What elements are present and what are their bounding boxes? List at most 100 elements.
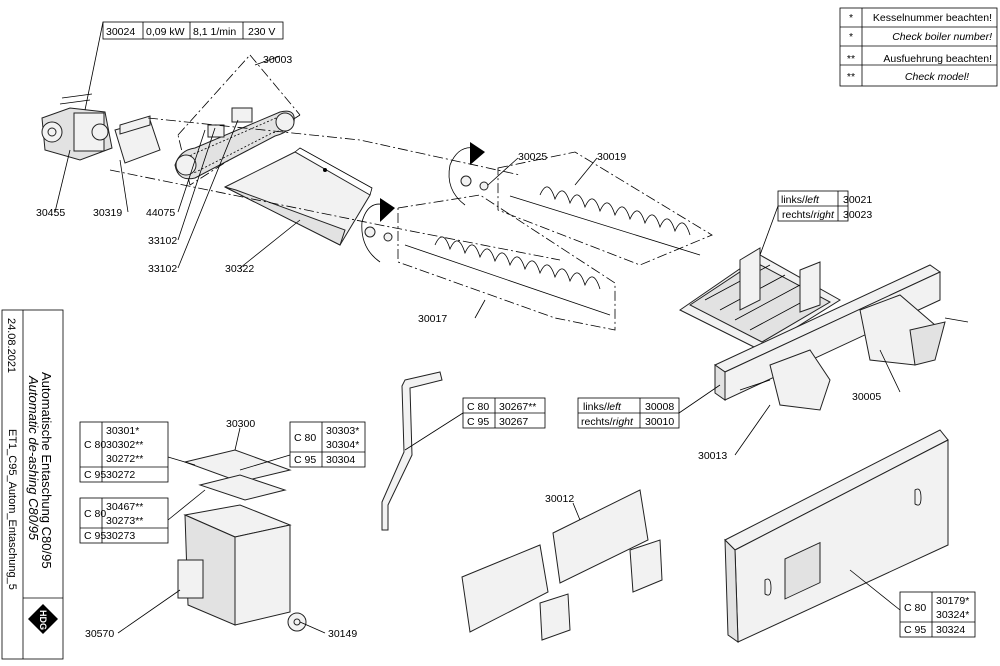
callout-label: 30570 bbox=[85, 628, 114, 640]
stoker-rod bbox=[381, 371, 443, 531]
main-frame bbox=[714, 264, 969, 411]
motor-power: 0,09 kW bbox=[146, 26, 185, 38]
part-number: 30301* bbox=[106, 425, 139, 437]
part-number: 30267** bbox=[499, 401, 536, 413]
part-number: 30304 bbox=[326, 454, 355, 466]
legend-text: Check model! bbox=[905, 71, 969, 83]
legend-table: * Kesselnummer beachten! * Check boiler … bbox=[839, 7, 998, 87]
legend-text: Kesselnummer beachten! bbox=[873, 12, 992, 24]
title-english: Automatic de-ashing C80/95 bbox=[26, 375, 41, 541]
legend-mark: * bbox=[849, 12, 853, 24]
leader-lines bbox=[54, 55, 901, 634]
legend-text: Ausfuehrung beachten! bbox=[883, 53, 992, 65]
part-number: 30021 bbox=[843, 194, 872, 206]
callouts: 30003 30455 30319 44075 33102 33102 3032… bbox=[36, 54, 881, 640]
svg-text:links/left: links/left bbox=[781, 194, 820, 206]
rotation-arrow-upper bbox=[448, 142, 485, 206]
part-number: 30267 bbox=[499, 416, 528, 428]
part-number: 30008 bbox=[645, 401, 674, 413]
callout-label: 30300 bbox=[226, 418, 255, 430]
part-number: 30304* bbox=[326, 439, 359, 451]
model-label: C 80 bbox=[84, 508, 106, 520]
side-label-en: right bbox=[613, 416, 635, 428]
callout-label: 30017 bbox=[418, 313, 447, 325]
part-number: 30324 bbox=[936, 624, 965, 636]
part-number: 30179* bbox=[936, 595, 969, 607]
title-german: Automatische Entaschung C80/95 bbox=[39, 372, 54, 569]
motor-spec-table: 30024 0,09 kW 8,1 1/min 230 V bbox=[102, 21, 284, 40]
side-label-de: rechts/ bbox=[581, 416, 613, 428]
model-label: C 80 bbox=[467, 401, 489, 413]
motor-part-number: 30024 bbox=[106, 26, 135, 38]
part-number: 30302** bbox=[106, 439, 143, 451]
model-label: C 80 bbox=[84, 439, 106, 451]
callout-label: 44075 bbox=[146, 207, 175, 219]
callout-label: 30319 bbox=[93, 207, 122, 219]
side-label-en: left bbox=[607, 401, 622, 413]
callout-label: 30005 bbox=[852, 391, 881, 403]
part-number: 30467** bbox=[106, 501, 143, 513]
callout-label: 30019 bbox=[597, 151, 626, 163]
side-label-en: left bbox=[805, 194, 820, 206]
legend-mark: * bbox=[849, 31, 853, 43]
logo-text: HDG bbox=[38, 610, 48, 630]
svg-text:rechts/right: rechts/right bbox=[782, 209, 835, 221]
model-table-30179: C 80 C 95 30179* 30324* 30324 bbox=[899, 591, 976, 638]
side-label-en: right bbox=[814, 209, 836, 221]
svg-text:links/left: links/left bbox=[583, 401, 622, 413]
part-number: 30010 bbox=[645, 416, 674, 428]
title-block: 24.08.2021 Automatische Entaschung C80/9… bbox=[1, 309, 64, 660]
callout-label: 30149 bbox=[328, 628, 357, 640]
model-label: C 95 bbox=[84, 469, 106, 481]
side-label-de: links/ bbox=[583, 401, 607, 413]
part-number: 30272 bbox=[106, 469, 135, 481]
ash-tray bbox=[223, 147, 373, 246]
drawing-number: ET1_C95_Autom_Entaschung_5 bbox=[6, 429, 18, 590]
svg-text:rechts/right: rechts/right bbox=[581, 416, 634, 428]
part-number: 30272** bbox=[106, 453, 143, 465]
door-seals bbox=[461, 489, 663, 641]
model-label: C 95 bbox=[294, 454, 316, 466]
callout-label: 30003 bbox=[263, 54, 292, 66]
legend-mark: ** bbox=[847, 53, 855, 65]
drawing-date: 24.08.2021 bbox=[5, 318, 17, 373]
callout-label: 30012 bbox=[545, 493, 574, 505]
motor-speed: 8,1 1/min bbox=[193, 26, 236, 38]
model-label: C 95 bbox=[904, 624, 926, 636]
part-number: 30023 bbox=[843, 209, 872, 221]
chain-drive bbox=[174, 54, 301, 186]
bracket-assembly bbox=[679, 247, 841, 351]
model-label: C 80 bbox=[904, 602, 926, 614]
part-number: 30273 bbox=[106, 530, 135, 542]
callout-label: 33102 bbox=[148, 263, 177, 275]
callout-label: 30322 bbox=[225, 263, 254, 275]
model-table-30267: C 80 30267** C 95 30267 bbox=[462, 397, 546, 429]
side-table-30021: links/left rechts/right 30021 30023 bbox=[777, 190, 872, 222]
legend-text: Check boiler number! bbox=[892, 31, 992, 43]
upper-screw-conveyor bbox=[497, 151, 713, 266]
part-number: 30324* bbox=[936, 609, 969, 621]
callout-label: 30455 bbox=[36, 207, 65, 219]
drive-motor-assembly bbox=[41, 21, 161, 164]
rotation-arrow-lower bbox=[361, 198, 395, 263]
model-label: C 95 bbox=[467, 416, 489, 428]
model-table-30467: C 80 C 95 30467** 30273** 30273 bbox=[79, 497, 169, 544]
motor-voltage: 230 V bbox=[248, 26, 275, 38]
lower-screw-conveyor bbox=[397, 194, 616, 331]
callout-label: 33102 bbox=[148, 235, 177, 247]
side-label-de: rechts/ bbox=[782, 209, 814, 221]
model-table-30301: C 80 C 95 30301* 30302** 30272** 30272 bbox=[79, 421, 169, 483]
model-label: C 80 bbox=[294, 432, 316, 444]
ash-container bbox=[177, 449, 307, 632]
side-label-de: links/ bbox=[781, 194, 805, 206]
door-panel bbox=[724, 429, 949, 643]
callout-label: 30013 bbox=[698, 450, 727, 462]
hdg-logo: HDG bbox=[28, 604, 58, 634]
part-number: 30273** bbox=[106, 515, 143, 527]
part-number: 30303* bbox=[326, 425, 359, 437]
callout-label: 30025 bbox=[518, 151, 547, 163]
legend-mark: ** bbox=[847, 71, 855, 83]
model-table-30303: C 80 C 95 30303* 30304* 30304 bbox=[289, 421, 366, 468]
model-label: C 95 bbox=[84, 530, 106, 542]
